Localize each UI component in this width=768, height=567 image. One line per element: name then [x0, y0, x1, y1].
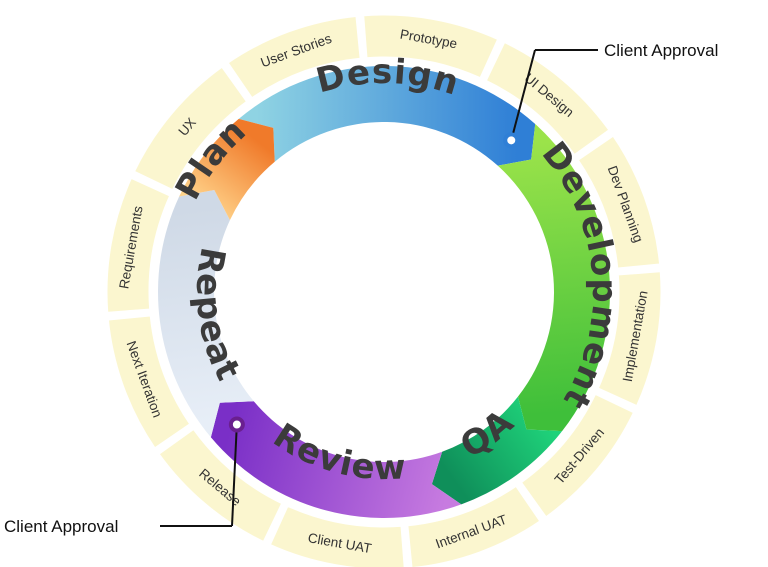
- callout-top-connector: [510, 49, 536, 141]
- outer-segment-shape: [574, 132, 663, 271]
- outer-segment-requirements: Requirements: [104, 175, 173, 315]
- outer-segment-shape: [518, 391, 637, 521]
- callout-bottom-marker: [228, 416, 245, 433]
- stage-arrow-shape: [210, 401, 462, 518]
- outer-segment-shape: [483, 39, 613, 158]
- outer-segment-prototype: Prototype: [361, 12, 501, 81]
- stage-arrow-shape: [431, 396, 563, 505]
- stage-arrow-shape: [497, 124, 610, 432]
- outer-segment-shape: [131, 63, 250, 193]
- outer-segment-shape: [405, 482, 544, 567]
- outer-segment-internal-uat: Internal UAT: [405, 482, 544, 567]
- callout-top-label: Client Approval: [604, 41, 718, 60]
- callout-bottom-connector: [231, 424, 238, 527]
- stage-arrow-shape: [157, 190, 254, 438]
- outer-segment-shape: [104, 175, 173, 315]
- callouts: Client Approval Client Approval: [4, 41, 718, 536]
- outer-segment-ux: UX: [131, 63, 250, 193]
- outer-segment-shape: [105, 313, 194, 452]
- outer-segment-implementation: Implementation: [595, 269, 664, 409]
- stage-arrow-shape: [179, 118, 275, 221]
- outer-segment-client-uat: Client UAT: [267, 503, 407, 567]
- outer-segment-next-iteration: Next Iteration: [105, 313, 194, 452]
- outer-segment-shape: [595, 269, 664, 409]
- outer-segment-dev-planning: Dev Planning: [574, 132, 663, 271]
- outer-segment-shape: [224, 13, 363, 102]
- outer-segment-release: Release: [155, 426, 285, 545]
- outer-segment-shape: [361, 12, 501, 81]
- outer-segment-ui-design: UI Design: [483, 39, 613, 158]
- callout-top-marker: [503, 132, 520, 149]
- outer-segment-shape: [267, 503, 407, 567]
- callout-bottom-label: Client Approval: [4, 517, 118, 536]
- stage-arrow-shape: [238, 66, 536, 166]
- outer-segment-user-stories: User Stories: [224, 13, 363, 102]
- outer-segment-shape: [155, 426, 285, 545]
